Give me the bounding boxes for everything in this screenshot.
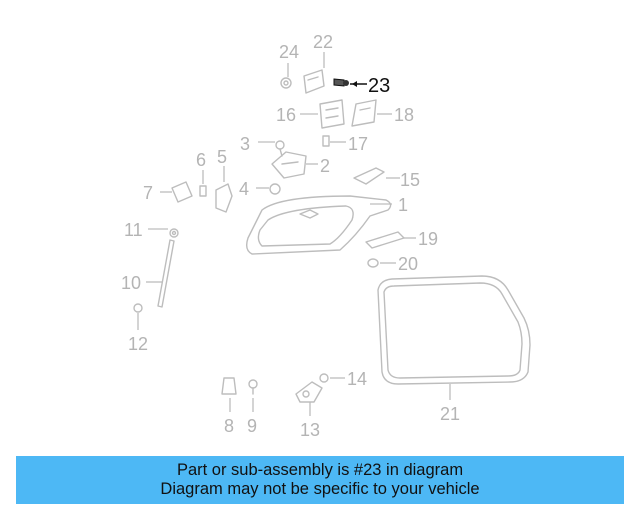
- banner-line-2: Diagram may not be specific to your vehi…: [160, 480, 480, 498]
- callout-3: 3: [240, 134, 250, 154]
- callout-13: 13: [300, 420, 320, 440]
- callout-12: 12: [128, 334, 148, 354]
- part-2-latch: [271, 151, 318, 179]
- callout-1: 1: [398, 195, 408, 215]
- part-13-striker: [295, 381, 323, 416]
- callout-6: 6: [196, 150, 206, 170]
- part-3-screw: [258, 140, 285, 157]
- callout-17: 17: [348, 134, 368, 154]
- callout-14: 14: [347, 369, 367, 389]
- part-4-nut: [256, 183, 281, 195]
- callout-7: 7: [143, 183, 153, 203]
- part-12-bolt: [133, 303, 143, 330]
- callout-22: 22: [313, 32, 333, 52]
- part-14-clip: [319, 373, 345, 383]
- part-11-mount: [148, 228, 179, 238]
- part-18-hinge: [351, 99, 392, 127]
- callout-11: 11: [124, 220, 143, 240]
- part-8-bumper: [221, 377, 237, 412]
- part-7-bracket: [160, 181, 193, 203]
- callout-5: 5: [217, 147, 227, 167]
- info-banner: Part or sub-assembly is #23 in diagram D…: [16, 456, 624, 504]
- callout-15: 15: [400, 170, 420, 190]
- part-21-weatherstrip: [377, 275, 531, 400]
- part-16-hinge: [300, 99, 345, 129]
- part-20-grommet: [367, 258, 396, 268]
- part-9-stopper: [248, 379, 258, 412]
- callout-9: 9: [247, 416, 257, 436]
- callout-23: 23: [368, 75, 390, 97]
- part-5-bracket: [215, 166, 233, 213]
- parts-diagram: 24 22 23 16 18 17 3: [121, 32, 531, 440]
- part-15-handle: [353, 167, 400, 185]
- part-6-clip: [199, 170, 207, 197]
- callout-2: 2: [320, 156, 330, 176]
- callout-21: 21: [440, 404, 460, 424]
- callout-20: 20: [398, 254, 418, 274]
- callout-16: 16: [276, 105, 296, 125]
- callout-18: 18: [394, 105, 414, 125]
- part-22-hinge-bracket: [303, 52, 325, 94]
- callout-24: 24: [279, 42, 299, 62]
- part-19-lamp: [365, 231, 416, 249]
- callout-10: 10: [121, 273, 141, 293]
- part-23-bolt: [333, 78, 367, 87]
- callout-8: 8: [224, 416, 234, 436]
- callout-4: 4: [239, 179, 249, 199]
- part-10-strut: [146, 239, 175, 308]
- callout-19: 19: [418, 229, 438, 249]
- part-1-glass: [245, 195, 392, 255]
- part-17-pin: [322, 135, 346, 147]
- banner-line-1: Part or sub-assembly is #23 in diagram: [176, 461, 464, 479]
- part-24-nut: [280, 63, 292, 89]
